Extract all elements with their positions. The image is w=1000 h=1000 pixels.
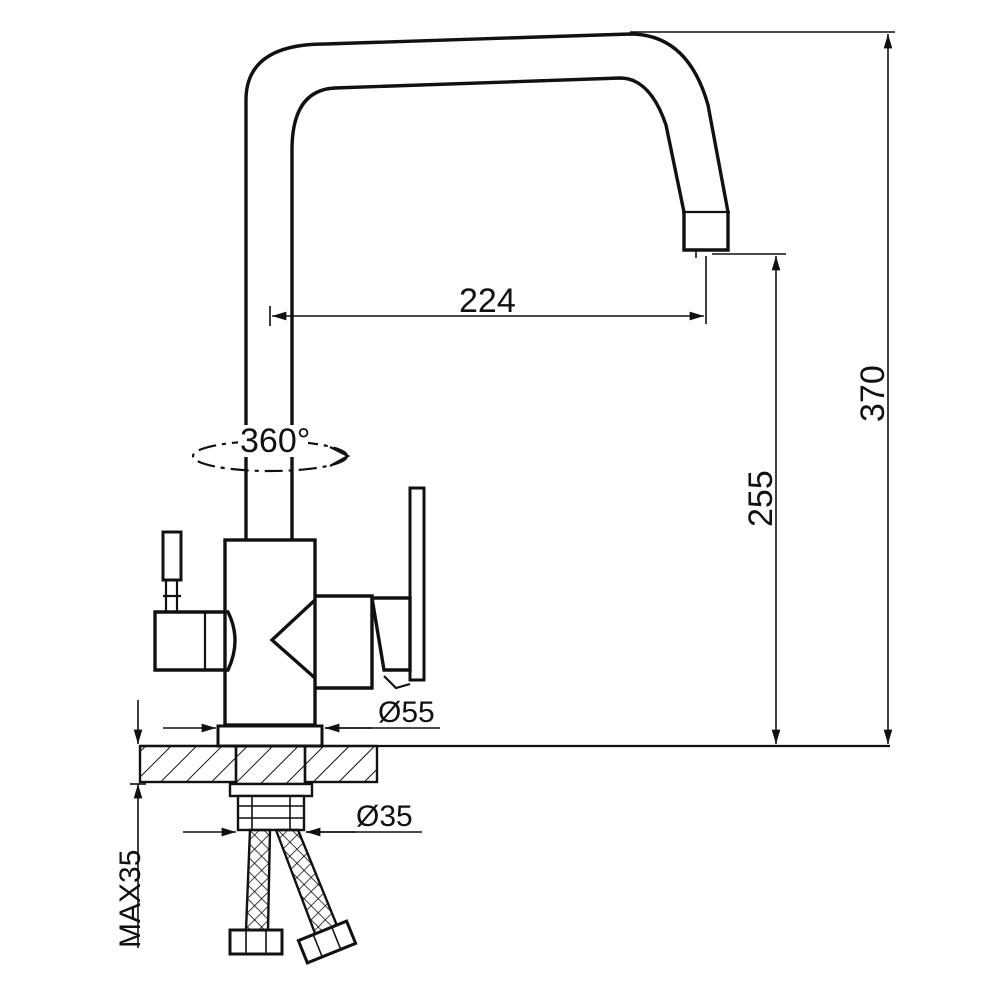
dimension-spout-height: 255 — [712, 253, 786, 744]
supply-hoses — [228, 828, 358, 965]
dimension-reach-label: 224 — [459, 282, 516, 320]
dimension-total-height-label: 370 — [854, 365, 892, 422]
spout — [244, 32, 730, 540]
hose-right — [274, 828, 340, 938]
base-flange — [216, 724, 324, 748]
hose-left — [244, 828, 272, 932]
dimension-reach: 224 — [269, 256, 707, 326]
dimension-hole-diameter-label: Ø35 — [356, 800, 413, 833]
hose-nut-right — [296, 919, 358, 965]
dimension-max-thickness-label: MAX35 — [114, 850, 147, 948]
faucet-body — [153, 486, 426, 748]
hose-nut-left — [228, 928, 284, 956]
mounting-shank — [228, 744, 314, 832]
right-handle — [315, 594, 374, 690]
rotation-arrow-icon — [329, 446, 351, 467]
dimension-max-thickness: MAX35 — [114, 700, 147, 948]
rotation-label: 360° — [240, 422, 310, 460]
dimension-base-diameter-label: Ø55 — [378, 696, 435, 729]
dimension-base-diameter: Ø55 — [163, 696, 440, 733]
dimension-total-height: 370 — [630, 31, 895, 744]
dimension-spout-height-label: 255 — [742, 470, 780, 527]
left-handle — [153, 610, 237, 672]
lock-nut — [228, 782, 314, 798]
dimension-hole-diameter: Ø35 — [183, 800, 422, 837]
rotation-indicator: 360° — [191, 422, 351, 473]
